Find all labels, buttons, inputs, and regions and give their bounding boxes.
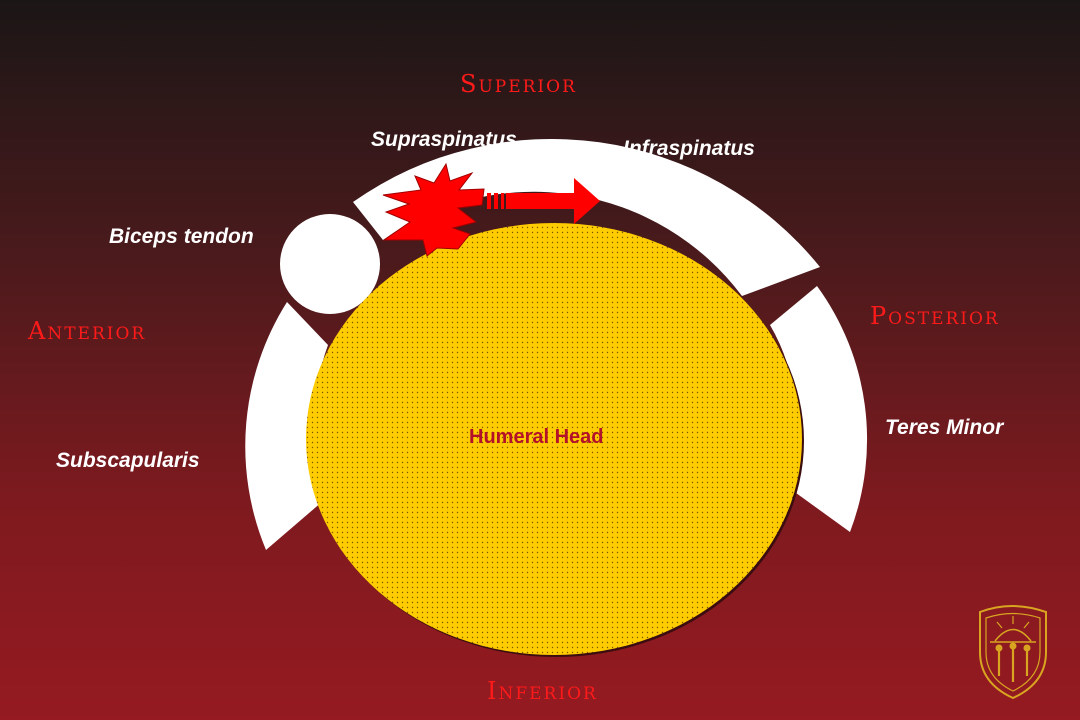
biceps-tendon-circle — [280, 214, 380, 314]
humeral-head — [306, 223, 802, 655]
posterior-label: Posterior — [870, 302, 1000, 330]
right-arrow-icon — [487, 178, 600, 224]
biceps-tendon-label: Biceps tendon — [109, 225, 254, 248]
humeral-head-label: Humeral Head — [469, 426, 604, 448]
subscapularis-label: Subscapularis — [56, 449, 200, 472]
supraspinatus-infraspinatus-arc — [353, 138, 820, 296]
university-seal-logo — [979, 605, 1047, 700]
subscapularis-arc — [245, 302, 330, 550]
teres-minor-label: Teres Minor — [885, 416, 1004, 439]
starburst-icon — [382, 162, 485, 257]
anterior-label: Anterior — [28, 317, 147, 345]
infraspinatus-label: Infraspinatus — [623, 137, 755, 160]
supraspinatus-label: Supraspinatus — [371, 128, 517, 151]
inferior-label: Inferior — [487, 677, 598, 705]
superior-label: Superior — [460, 70, 577, 98]
